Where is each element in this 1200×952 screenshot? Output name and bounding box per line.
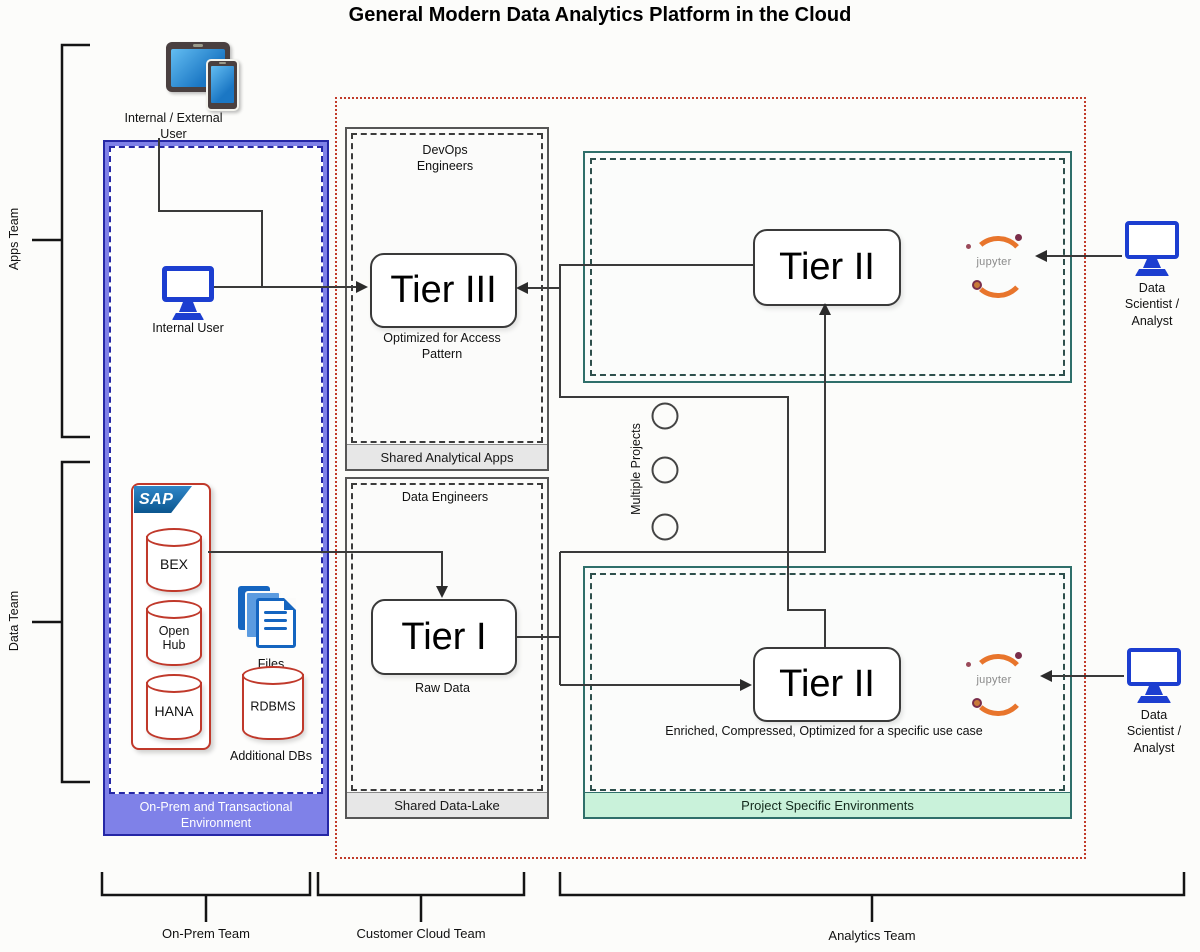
- hana-database-cylinder-icon: HANA: [146, 674, 202, 740]
- tier1-node: Tier I: [371, 599, 517, 675]
- project-environment-bottom-inner: [590, 573, 1065, 791]
- monitor-neck: [179, 302, 197, 312]
- jupyter-wordmark: jupyter: [976, 674, 1012, 686]
- internal-user-monitor-icon: [162, 266, 214, 320]
- monitor-base: [172, 313, 204, 320]
- additional-dbs-label: Additional DBs: [230, 749, 312, 763]
- bex-label: BEX: [159, 555, 188, 572]
- phone-icon: [206, 59, 239, 111]
- on-prem-environment-label: On-Prem and Transactional Environment: [139, 799, 293, 830]
- tier2-top-node: Tier II: [753, 229, 901, 306]
- internet-external-user-label: Internal / External User: [124, 111, 223, 142]
- jupyter-wordmark: jupyter: [976, 256, 1012, 268]
- jupyter-logo: jupyter: [965, 651, 1028, 718]
- on-prem-team-label: On-Prem Team: [162, 926, 250, 941]
- bex-database-cylinder-icon: BEX: [146, 528, 202, 592]
- analytics-team-bracket: [558, 872, 1186, 922]
- monitor-screen: [1125, 221, 1179, 259]
- data-scientist-label-top: Data Scientist / Analyst: [1124, 281, 1180, 328]
- jupyter-moon-dot: [966, 662, 971, 667]
- jupyter-moon-dot: [972, 698, 982, 708]
- phone-camera-dot: [219, 62, 226, 64]
- jupyter-moon-dot: [1015, 234, 1022, 241]
- files-text-line: [264, 627, 287, 630]
- data-scientist-monitor-icon-top: [1125, 221, 1179, 276]
- tier1-caption: Raw Data: [415, 681, 470, 695]
- monitor-screen: [1127, 648, 1181, 686]
- hana-label: HANA: [154, 702, 194, 719]
- files-icon: [238, 586, 304, 652]
- data-scientist-label-bottom: Data Scientist / Analyst: [1126, 708, 1182, 755]
- analytics-team-label: Analytics Team: [828, 928, 916, 943]
- tier2-bottom-node: Tier II: [753, 647, 901, 722]
- open-hub-label: Open Hub: [158, 624, 190, 652]
- on-prem-team-bracket: [100, 872, 312, 922]
- data-team-bracket: [32, 460, 90, 784]
- files-text-line: [264, 619, 287, 622]
- tier2-bottom-caption: Enriched, Compressed, Optimized for a sp…: [665, 724, 983, 738]
- files-front-document: [256, 598, 296, 648]
- data-engineers-label: Data Engineers: [401, 490, 489, 504]
- devops-engineers-label: DevOps Engineers: [416, 143, 474, 174]
- monitor-neck: [1143, 259, 1161, 268]
- rdbms-label: RDBMS: [250, 699, 296, 714]
- customer-cloud-team-bracket: [316, 872, 526, 922]
- internal-user-label: Internal User: [152, 321, 224, 335]
- shared-analytical-apps-label: Shared Analytical Apps: [347, 444, 547, 469]
- jupyter-moon-dot: [972, 280, 982, 290]
- monitor-base: [1137, 696, 1171, 703]
- open-hub-database-cylinder-icon: Open Hub: [146, 600, 202, 666]
- monitor-neck: [1145, 686, 1163, 695]
- jupyter-moon-dot: [966, 244, 971, 249]
- tier3-node: Tier III: [370, 253, 517, 328]
- jupyter-logo: jupyter: [965, 233, 1028, 300]
- tier3-caption: Optimized for Access Pattern: [383, 331, 501, 362]
- tablet-camera-dot: [193, 44, 203, 47]
- apps-team-bracket: [32, 43, 90, 439]
- sap-logo: SAP: [134, 486, 192, 513]
- data-team-label: Data Team: [7, 590, 21, 652]
- monitor-base: [1135, 269, 1169, 276]
- apps-team-label: Apps Team: [7, 207, 21, 271]
- monitor-screen: [162, 266, 214, 302]
- rdbms-database-cylinder-icon: RDBMS: [242, 666, 304, 740]
- files-fold-corner: [284, 598, 296, 610]
- data-scientist-monitor-icon-bottom: [1127, 648, 1181, 703]
- shared-data-lake-label: Shared Data-Lake: [347, 792, 547, 817]
- phone-screen: [211, 66, 234, 103]
- multiple-projects-label: Multiple Projects: [629, 423, 643, 515]
- jupyter-moon-dot: [1015, 652, 1022, 659]
- project-specific-environments-label: Project Specific Environments: [585, 792, 1070, 817]
- files-text-line: [264, 611, 287, 614]
- customer-cloud-team-label: Customer Cloud Team: [356, 926, 486, 941]
- diagram-title: General Modern Data Analytics Platform i…: [348, 4, 852, 26]
- cloud-boundary-box: [335, 97, 1086, 859]
